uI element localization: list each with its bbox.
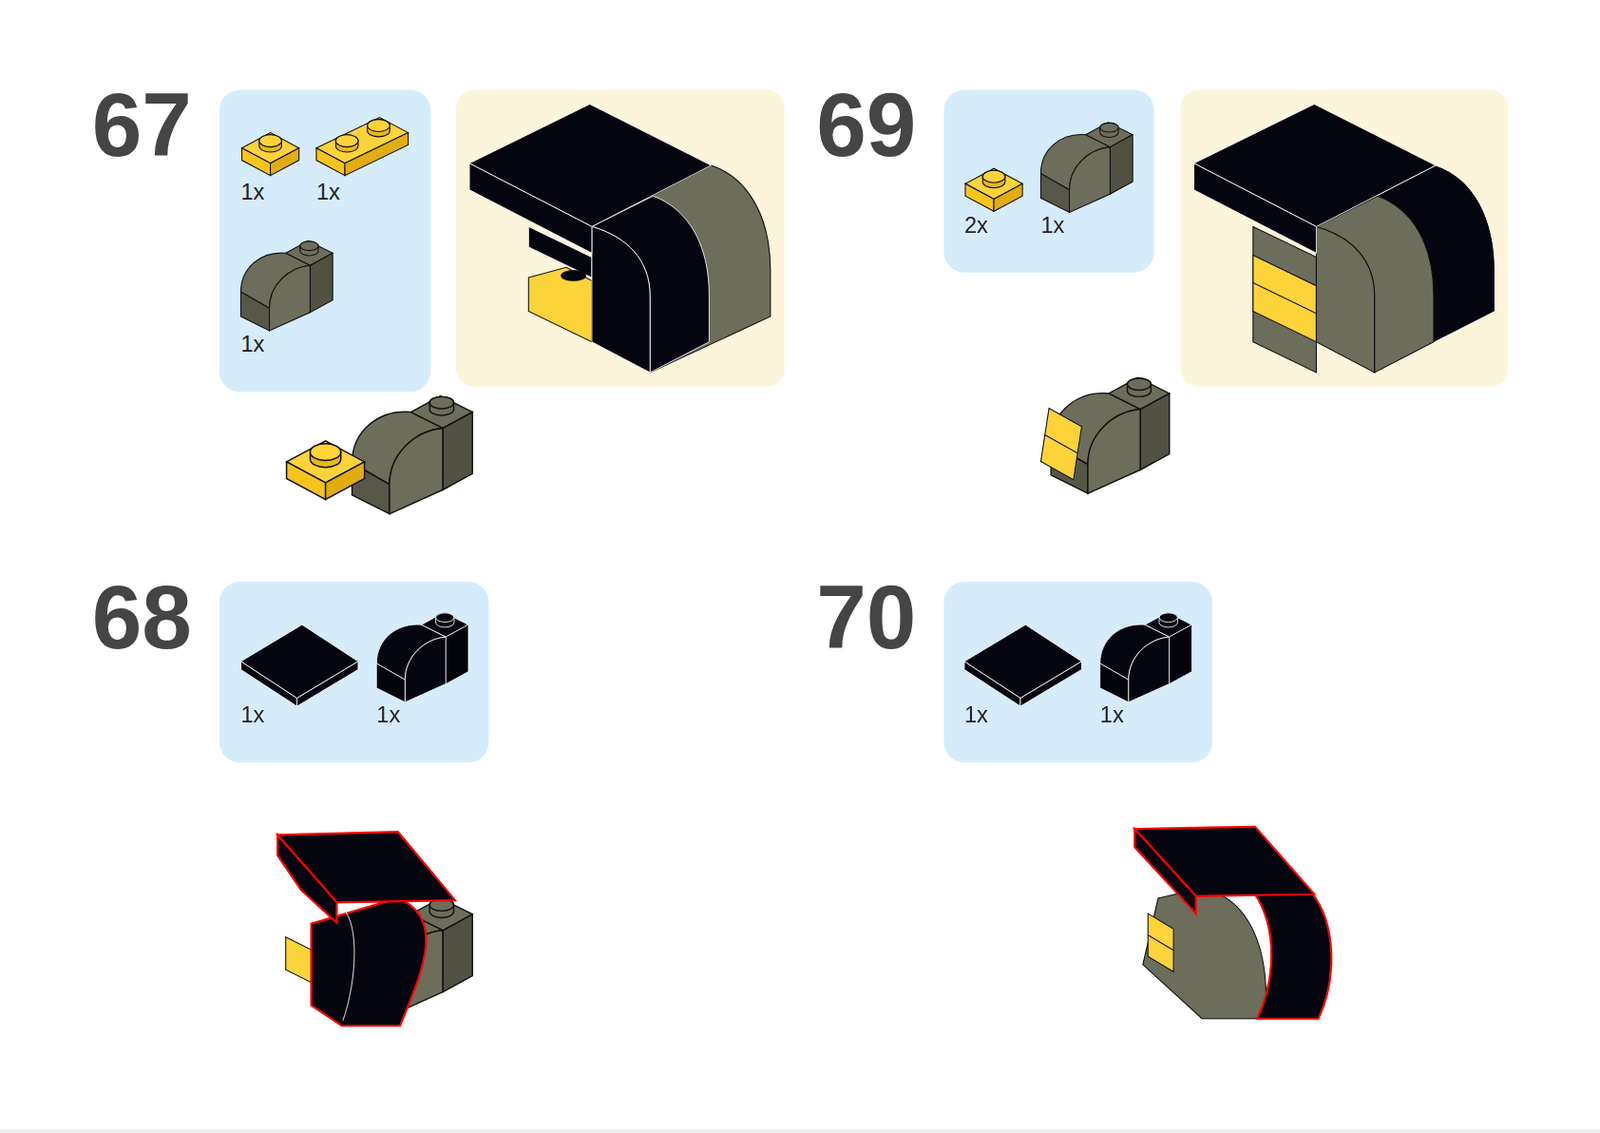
part-count: 1x [964, 704, 989, 727]
part-count: 1x [240, 181, 265, 205]
step-number: 67 [92, 80, 192, 172]
part-count: 2x [964, 214, 989, 238]
step-number: 69 [816, 80, 916, 172]
part-count: 1x [240, 333, 265, 357]
part-count: 1x [376, 704, 400, 727]
step-number: 68 [92, 571, 192, 663]
part-count: 1x [316, 181, 341, 205]
part-count: 1x [1100, 704, 1124, 727]
step-number: 70 [816, 571, 916, 663]
part-count: 1x [1040, 214, 1065, 238]
part-count: 1x [240, 704, 265, 727]
